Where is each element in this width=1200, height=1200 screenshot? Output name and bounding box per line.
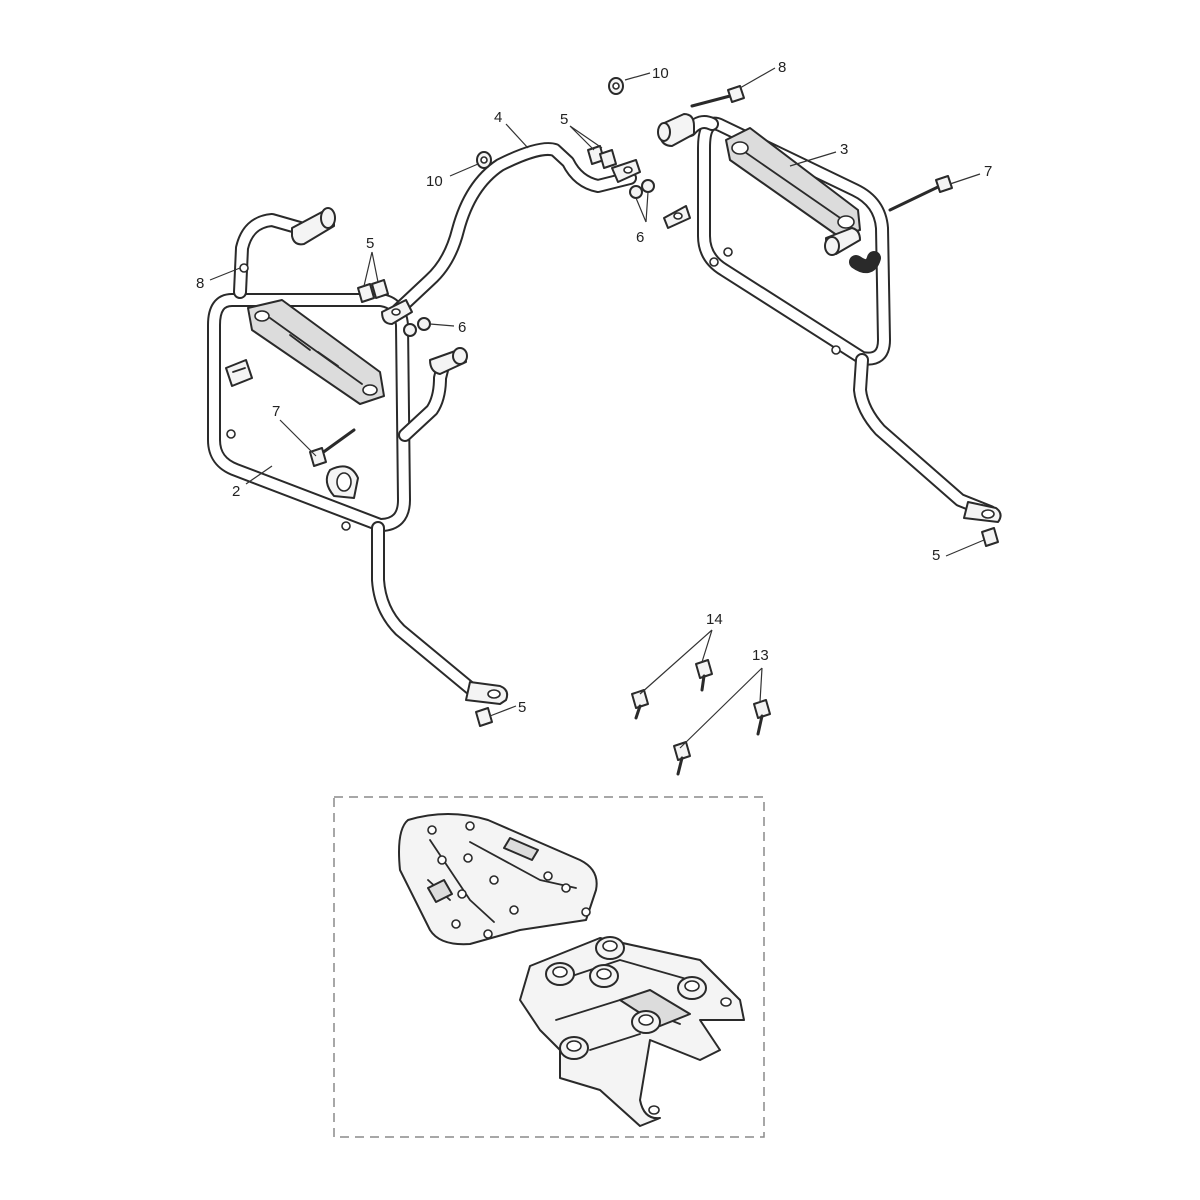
callout-5-top: 5	[560, 111, 568, 128]
bolt-7-right	[888, 175, 953, 212]
left-pannier-frame	[207, 207, 509, 705]
callout-4: 4	[494, 109, 502, 126]
clip-5-top	[587, 145, 617, 169]
nut-6-mid	[403, 317, 431, 337]
bolt-14-b	[631, 689, 649, 720]
leader-lines	[209, 67, 985, 749]
left-upper-spacer	[291, 207, 336, 246]
callout-10-top: 10	[652, 65, 669, 82]
rack-bushing-4	[677, 976, 707, 1000]
rack-bushing-3	[589, 964, 619, 988]
callout-10-mid: 10	[426, 173, 443, 190]
callout-7-right: 7	[984, 163, 992, 180]
top-rack-base	[519, 936, 745, 1127]
callout-8-top: 8	[778, 59, 786, 76]
bolt-13-a	[753, 699, 771, 736]
bolt-5-bottom	[475, 707, 493, 727]
rack-bushing-1	[595, 936, 625, 960]
callout-2: 2	[232, 483, 240, 500]
callout-6-mid: 6	[458, 319, 466, 336]
callout-8-left: 8	[196, 275, 204, 292]
callout-6-top: 6	[636, 229, 644, 246]
callout-5-left: 5	[366, 235, 374, 252]
nut-10-mid	[476, 151, 492, 169]
rack-bushing-2	[545, 962, 575, 986]
top-rack-dashed-group	[333, 796, 765, 1138]
callout-5-right: 5	[932, 547, 940, 564]
bolt-7-left	[309, 428, 356, 467]
callout-labels: 10 8 4 5 3 7 10 6 5 8 6 7 2 5 14 13 5	[196, 59, 992, 716]
centre-rear-bar	[381, 142, 641, 325]
bolt-8-top	[690, 85, 745, 108]
callout-7-left: 7	[272, 403, 280, 420]
rack-bushing-6	[559, 1036, 589, 1060]
nut-10-top	[608, 77, 624, 95]
bolt-5-right	[981, 527, 999, 547]
callout-3: 3	[840, 141, 848, 158]
rack-bushing-5	[631, 1010, 661, 1034]
right-side-spacer	[824, 227, 861, 256]
callout-13: 13	[752, 647, 769, 664]
right-upper-spacer	[657, 113, 695, 147]
clip-5-left	[357, 279, 389, 303]
right-pannier-frame	[657, 113, 1002, 523]
callout-14: 14	[706, 611, 723, 628]
left-side-bushing	[429, 347, 468, 375]
callout-5-bottom: 5	[518, 699, 526, 716]
top-rack-plate	[398, 813, 598, 946]
bolt-14-a	[695, 659, 713, 692]
bolt-13-b	[673, 741, 691, 776]
